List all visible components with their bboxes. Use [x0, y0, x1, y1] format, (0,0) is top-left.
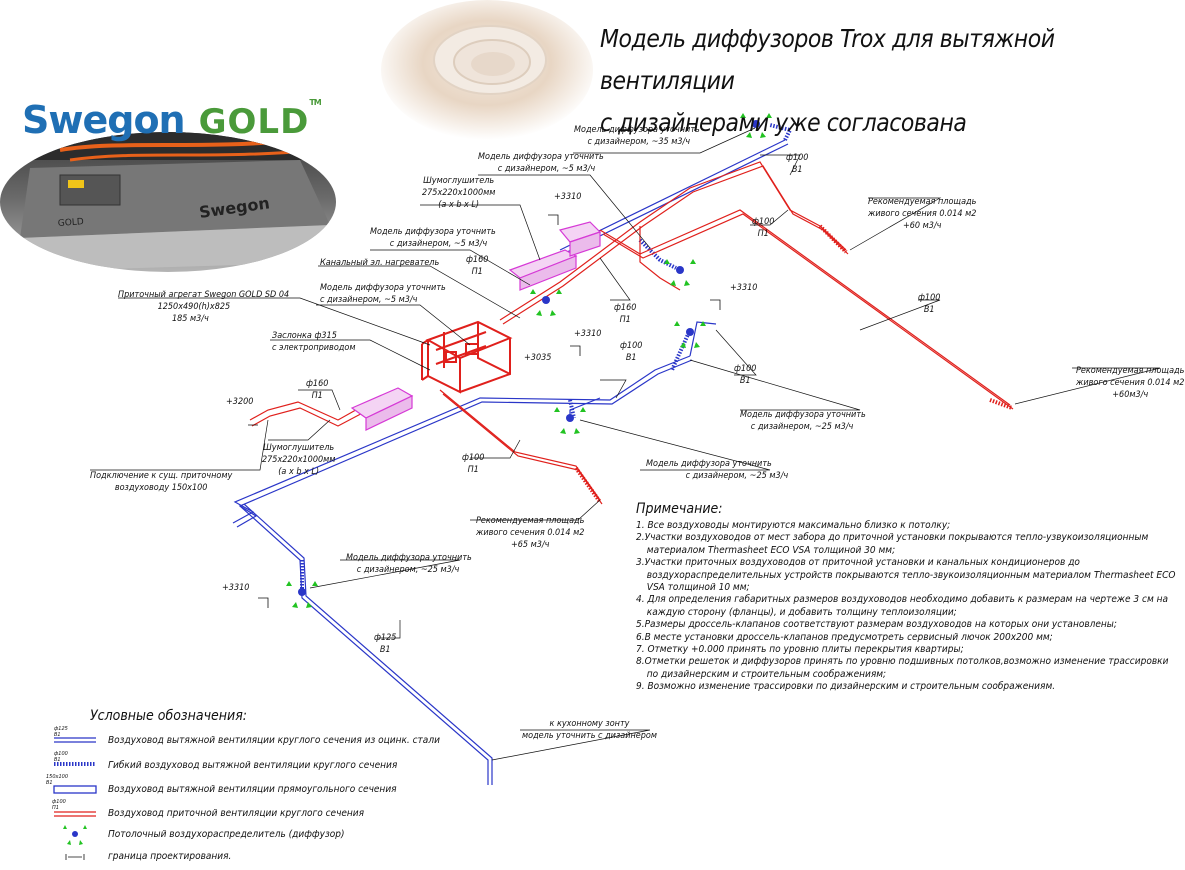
note-item: 3.Участки приточных воздуховодов от прит…	[636, 557, 1176, 594]
flexible-supply	[574, 224, 1013, 504]
page-title: Модель диффузоров Trox для вытяжной вент…	[600, 18, 1115, 144]
equipment	[350, 221, 602, 431]
legend-item: Гибкий воздуховод вытяжной вентиляции кр…	[108, 760, 398, 771]
note-item: 8.Отметки решеток и диффузоров принять п…	[636, 656, 1169, 680]
diffuser-mid3	[530, 289, 562, 316]
ahu-photo: Swegon GOLD	[0, 132, 336, 272]
legend-item: Воздуховод приточной вентиляции круглого…	[108, 808, 365, 819]
ahu-unit	[421, 320, 513, 394]
note-item: 5.Размеры дроссель-клапанов соответствую…	[636, 619, 1117, 631]
legend-item: Воздуховод вытяжной вентиляции прямоугол…	[108, 784, 397, 795]
legend-symbols	[53, 737, 97, 860]
brand-suffix: GOLD	[198, 102, 310, 142]
label-elev-3310-d: +3310	[222, 583, 250, 593]
brand-tm: TM	[309, 98, 321, 107]
diffuser-mid1	[664, 259, 696, 286]
note-item: 7. Отметку +0.000 принять по уровню плит…	[636, 644, 964, 656]
diffusers	[286, 113, 772, 608]
diffuser-mid2	[674, 321, 706, 348]
note-item: 1. Все воздуховоды монтируются максималь…	[636, 520, 951, 531]
label-elev-3310-c: +3310	[730, 283, 758, 293]
diffuser-bot	[286, 581, 318, 608]
note-item: 6.В месте установки дроссель-клапанов пр…	[636, 631, 1053, 643]
notes-heading: Примечание:	[636, 501, 723, 517]
label-elev-3035: +3035	[524, 353, 552, 363]
title-line-2: с дизайнерами уже согласована	[600, 108, 967, 137]
note-item: 2.Участки воздуховодов от мест забора до…	[636, 532, 1149, 556]
label-elev-3200: +3200	[226, 397, 254, 407]
ahu-photo-label: GOLD	[58, 217, 85, 229]
legend-item: Воздуховод вытяжной вентиляции круглого …	[108, 735, 440, 746]
label-elev-3310-a: +3310	[554, 192, 582, 202]
note-item: 9. Возможно изменение трассировки по диз…	[636, 681, 1056, 693]
note-item: 4. Для определения габаритных размеров в…	[636, 594, 1169, 618]
legend-title: Условные обозначения:	[90, 708, 248, 724]
legend-item: граница проектирования.	[108, 851, 232, 862]
legend-item: Потолочный воздухораспределитель (диффуз…	[108, 829, 345, 840]
notes-block: Примечание: 1. Все воздуховоды монтируют…	[636, 500, 1176, 694]
supply-ducts	[249, 161, 1014, 505]
boundary-marks	[248, 214, 721, 608]
label-elev-3310-b: +3310	[574, 329, 602, 339]
diffuser-photo	[381, 0, 593, 140]
diffuser-top	[740, 113, 772, 138]
diffuser-mid4	[554, 407, 586, 434]
flexible-exhaust	[300, 123, 793, 590]
label-heater: Канальный эл. нагреватель	[320, 258, 440, 268]
exhaust-ducts	[232, 139, 789, 785]
title-line-1: Модель диффузоров Trox для вытяжной вент…	[600, 24, 1055, 95]
leader-lines	[90, 127, 1161, 761]
brand-name: Swegon	[22, 98, 186, 142]
swegon-gold-logo: Swegon GOLDTM	[22, 98, 322, 142]
